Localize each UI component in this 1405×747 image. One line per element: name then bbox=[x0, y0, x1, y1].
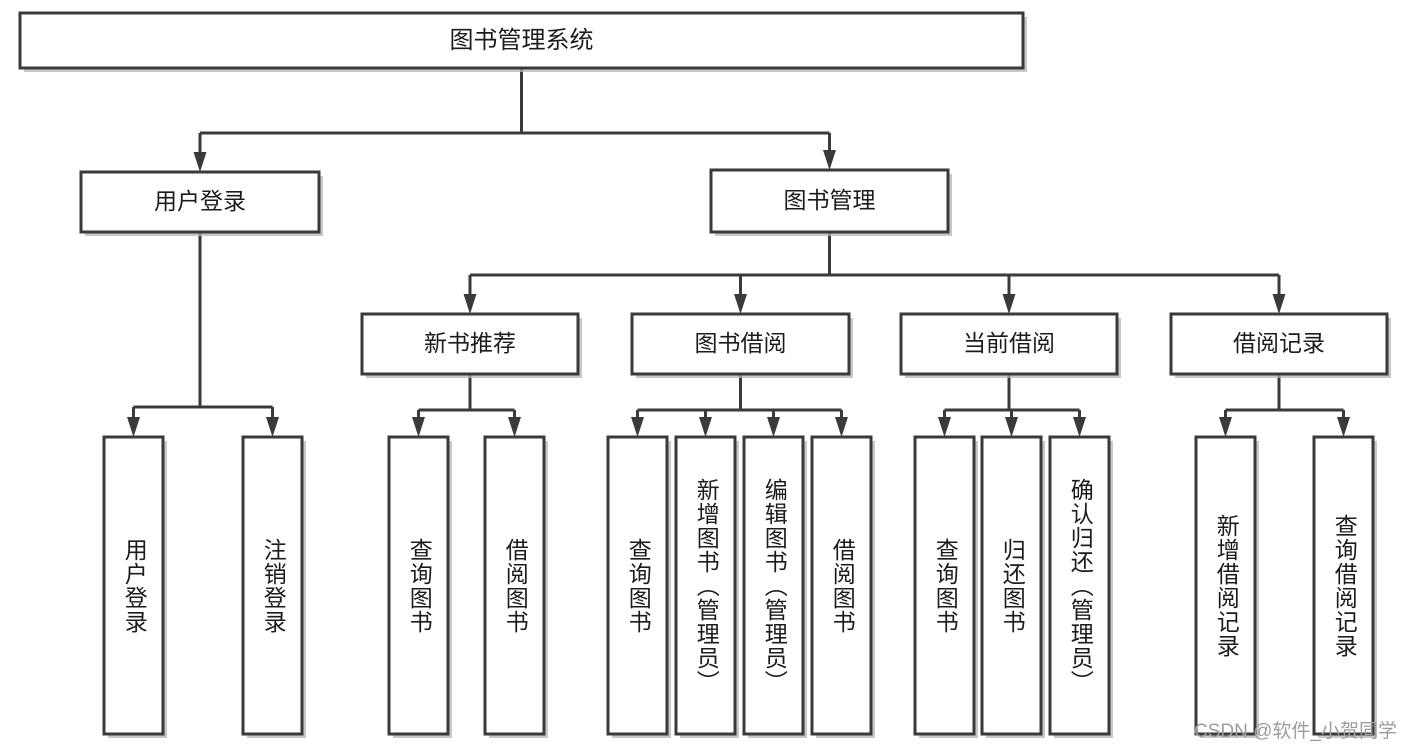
node-box-user-login[interactable] bbox=[79, 170, 321, 234]
arrow-user-login bbox=[193, 152, 207, 172]
arrow-book-borrow bbox=[734, 294, 747, 314]
csdn-watermark: CSDN @软件_小贺同学 bbox=[1194, 721, 1397, 742]
node-label-borrow-record: 借阅记录 bbox=[1233, 330, 1325, 356]
arrow-leaf-query-record bbox=[1337, 417, 1350, 437]
node-label-book-borrow: 图书借阅 bbox=[695, 330, 787, 356]
node-label-current-borrow: 当前借阅 bbox=[963, 330, 1055, 356]
node-box-leaf-query-book-3[interactable] bbox=[913, 435, 976, 736]
node-label-user-login: 用户登录 bbox=[154, 188, 246, 214]
node-box-book-manage[interactable] bbox=[709, 168, 950, 234]
node-label-new-book-recommend: 新书推荐 bbox=[424, 330, 516, 356]
arrow-leaf-return-book bbox=[1005, 417, 1018, 437]
node-box-root[interactable] bbox=[18, 11, 1025, 70]
node-box-borrow-record[interactable] bbox=[1169, 312, 1389, 376]
node-box-book-borrow[interactable] bbox=[630, 312, 851, 376]
node-box-leaf-query-book-1[interactable] bbox=[387, 435, 450, 736]
arrow-leaf-query-book-2 bbox=[631, 417, 644, 437]
node-label-book-manage: 图书管理 bbox=[784, 187, 876, 213]
arrow-leaf-query-book-1 bbox=[412, 417, 425, 437]
node-box-leaf-borrow-book-2[interactable] bbox=[810, 435, 873, 736]
arrow-leaf-query-book-3 bbox=[938, 417, 951, 437]
arrow-leaf-add-record bbox=[1219, 417, 1232, 437]
node-box-layer bbox=[18, 11, 1391, 738]
node-box-leaf-logout-login[interactable] bbox=[241, 435, 304, 736]
arrow-new-book-recommend bbox=[463, 294, 477, 314]
node-box-leaf-query-record[interactable] bbox=[1312, 435, 1375, 736]
node-box-leaf-edit-book[interactable] bbox=[742, 435, 805, 736]
arrow-leaf-confirm-return bbox=[1073, 417, 1086, 437]
node-box-leaf-borrow-book-1[interactable] bbox=[483, 435, 546, 736]
arrow-leaf-borrow-book-2 bbox=[835, 417, 848, 437]
arrow-current-borrow bbox=[1002, 294, 1016, 314]
arrow-book-manage bbox=[823, 150, 836, 170]
arrow-leaf-edit-book bbox=[767, 417, 780, 437]
node-box-leaf-user-login[interactable] bbox=[102, 435, 165, 736]
node-box-new-book-recommend[interactable] bbox=[360, 312, 580, 376]
node-box-leaf-return-book[interactable] bbox=[980, 435, 1043, 736]
arrow-borrow-record bbox=[1272, 294, 1286, 314]
node-label-root: 图书管理系统 bbox=[450, 27, 594, 54]
arrow-leaf-add-book bbox=[699, 417, 712, 437]
arrow-leaf-user-login bbox=[127, 417, 140, 437]
arrow-leaf-logout-login bbox=[266, 417, 279, 437]
connector-layer bbox=[127, 68, 1350, 437]
node-box-leaf-query-book-2[interactable] bbox=[606, 435, 669, 736]
node-box-leaf-add-book[interactable] bbox=[674, 435, 737, 736]
arrow-leaf-borrow-book-1 bbox=[508, 417, 521, 437]
node-box-current-borrow[interactable] bbox=[899, 312, 1119, 376]
node-box-leaf-confirm-return[interactable] bbox=[1048, 435, 1111, 736]
node-box-leaf-add-record[interactable] bbox=[1194, 435, 1257, 736]
